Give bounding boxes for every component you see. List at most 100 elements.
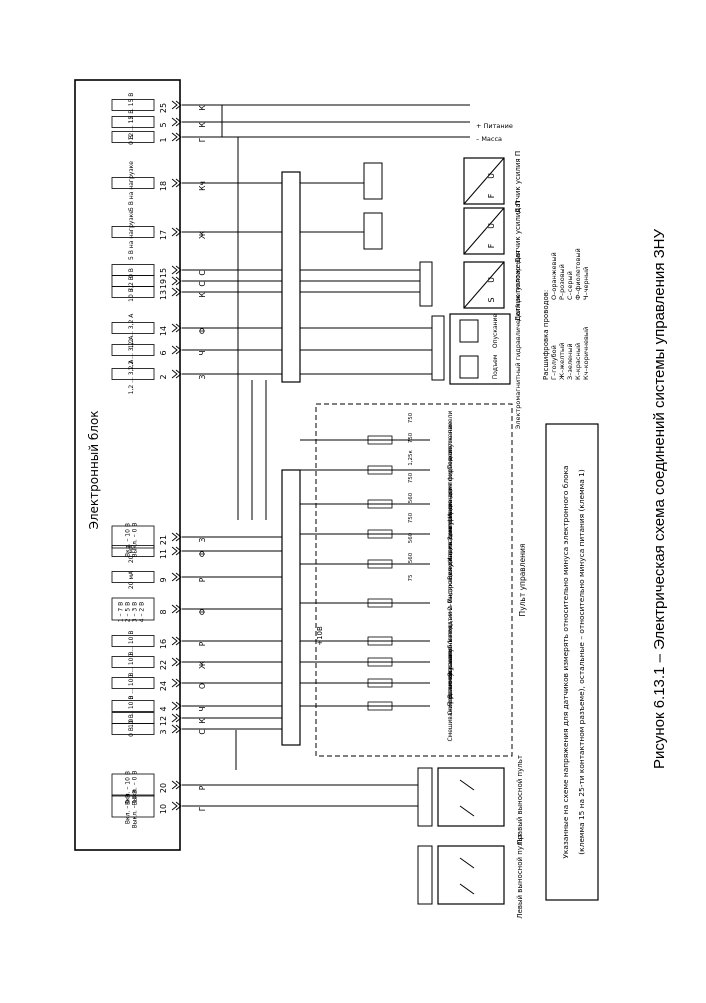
panel-item: Ограничение подъема: [300, 605, 454, 677]
panel-item-label: Скорость опускания: [447, 650, 454, 715]
panel-item: Подъем–опускание 1–подъем 2–быстрое опус…: [300, 500, 454, 706]
svg-text:U: U: [487, 223, 496, 229]
sensor-p-label: Датчик усилия П: [514, 151, 522, 213]
decoding-item: Ф–фиолетовый: [574, 248, 582, 300]
hydraulic-regulator: Подъем Опускание Электромагнитный гидрав…: [431, 267, 522, 429]
pin-row: Вкл. – 10 ВВыкл. – 0 В 20 Р: [111, 771, 207, 806]
pin-wire-letter: Ф: [198, 327, 207, 334]
pin-number: 20: [159, 783, 168, 793]
pin-wire-letter: Р: [198, 785, 207, 790]
pin-number: 9: [159, 577, 168, 582]
svg-text:F: F: [487, 243, 496, 248]
panel-resistor-label: 750: [408, 432, 414, 443]
pin-value: 12 ... 15 В: [128, 110, 135, 141]
panel-item-label: Величина заглубления: [447, 625, 454, 698]
pin-wire-letter: К: [198, 292, 207, 298]
decoding-item: Г–голубой: [550, 345, 558, 380]
pin-wire-letter: Ж: [198, 231, 207, 239]
pin-number: 25: [159, 103, 168, 113]
pin-value: 1,2 ... 3,2 А: [128, 313, 135, 349]
pin-value: 0 ... 10 В: [128, 651, 135, 678]
power-label: + Питание: [476, 122, 513, 130]
regulator-lift-label: Подъем: [492, 355, 499, 380]
pin-value: 0 В: [128, 727, 135, 737]
left-remote-label: Левый выносной пульт: [516, 833, 524, 918]
decoding-item: С–серый: [566, 271, 574, 300]
pin-wire-letter: З: [198, 374, 207, 379]
pin-number: 4: [159, 706, 168, 711]
pin-wire-letter: Ч: [198, 706, 207, 711]
sensor-position: U S Датчик положения: [419, 251, 522, 322]
pin-number: 6: [159, 350, 168, 355]
decoding-title: Расшифровка проводов:: [542, 290, 550, 380]
pin-value: 5 В на нагрузке: [128, 210, 135, 260]
panel-resistor-label: 75: [408, 574, 414, 581]
pin-number: 8: [159, 609, 168, 614]
pin-wire-letter: Г: [198, 806, 207, 811]
pin-wire-letter: З: [198, 537, 207, 542]
regulator-lower-label: Опускание: [492, 314, 499, 349]
pin-value: 0 В: [128, 135, 135, 145]
panel-item: Индикация подъем опускание: [300, 421, 454, 518]
pin-number: 3: [159, 729, 168, 734]
panel-item: Подсветка панели: [300, 411, 454, 469]
pin-number: 19: [159, 279, 168, 289]
pin-number: 12: [159, 716, 168, 726]
pin-value: 0 В: [128, 268, 135, 278]
sensor-l-label: Датчик усилия Л: [514, 201, 522, 263]
panel-item: Индикация режима демпфирования: [300, 446, 454, 562]
pin-value: 20 мА: [128, 570, 135, 589]
pin-wire-letter: К: [198, 718, 207, 724]
pin-row: 1,2 ... 3,2 А 14 Ф: [111, 313, 207, 349]
left-remote-panel: Левый выносной пульт: [417, 833, 524, 919]
pin-value: 20 мА: [128, 544, 135, 563]
pin-value: 7,2 В: [128, 276, 135, 292]
note-line-1: Указанные на схеме напряжения для датчик…: [561, 465, 570, 858]
decoding-item: Кч–коричневый: [582, 327, 590, 380]
panel-item-label: Индикация диагностики: [447, 525, 454, 603]
pin-wire-letter: Ф: [198, 608, 207, 615]
pin-value: 0 ... 10 В: [128, 630, 135, 657]
pin-value: Вкл. – 10 ВВыкл. – 0 В: [125, 523, 139, 558]
pin-number: 10: [159, 804, 168, 814]
panel-resistor-label: 560: [408, 492, 414, 503]
panel-resistor-label: 750: [408, 512, 414, 523]
electronic-block-title: Электронный блок: [87, 410, 101, 529]
sensor-force-l: U F Датчик усилия Л: [363, 201, 522, 263]
pin-value: Вкл. – 10 ВВыкл. – 0 В: [125, 771, 139, 806]
sensor-connector: [281, 171, 301, 383]
pin-number: 14: [159, 326, 168, 336]
pin-value: 0 ... 10 В: [128, 672, 135, 699]
pin-wire-letter: Ф: [198, 550, 207, 557]
sensor-force-p: U F Датчик усилия П: [363, 151, 522, 213]
svg-text:S: S: [487, 297, 496, 302]
control-panel-box: [315, 403, 513, 757]
panel-item: Величина заглубления: [300, 625, 454, 698]
panel-item: Смешивание режимов: [300, 670, 454, 741]
pin-wire-letter: Р: [198, 641, 207, 646]
right-remote-panel: Правый выносной пульт: [417, 755, 524, 845]
pin-value: 1 – 7 В2 – 5 В3 – 3 В4 – 2 В: [118, 602, 146, 622]
pin-wire-letter: Ж: [198, 661, 207, 669]
sensor-pos-label: Датчик положения: [514, 251, 522, 322]
pin-value: 10 В: [128, 714, 135, 728]
decoding-item: К–красный: [574, 343, 582, 380]
pin-value: 1,2 ... 3,2 А: [128, 359, 135, 395]
pin-number: 5: [159, 122, 168, 127]
pin-wire-letter: С: [198, 281, 207, 286]
figure-caption: Рисунок 6.13.1 – Электрическая схема сое…: [651, 228, 668, 770]
